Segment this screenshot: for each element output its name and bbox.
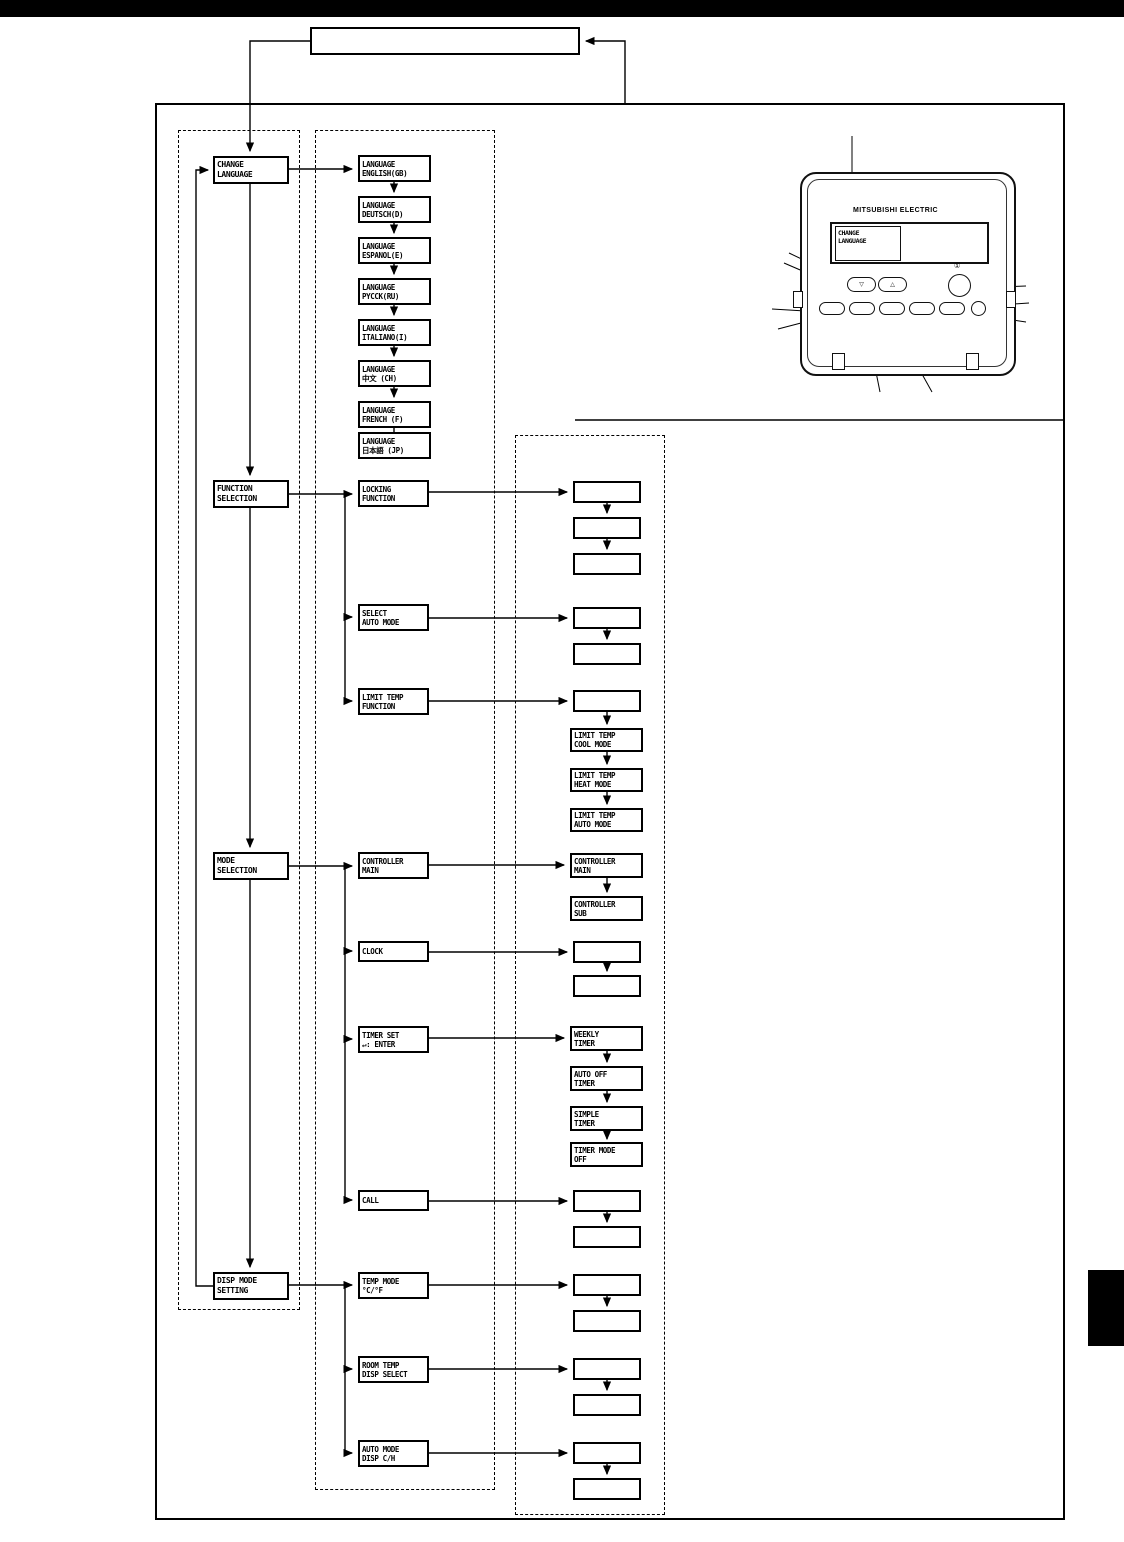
lang-box-deutsch: LANGUAGE DEUTSCH(D)	[358, 196, 431, 223]
sub-box-temp-mode: TEMP MODE °C/°F	[358, 1272, 429, 1299]
lang-box-russian: LANGUAGE PYCCK(RU)	[358, 278, 431, 305]
result-box-controller-main: CONTROLLER MAIN	[570, 853, 643, 878]
sub-box-auto-mode-disp: AUTO MODE DISP C/H	[358, 1440, 429, 1467]
sub-box-call: CALL	[358, 1190, 429, 1211]
check-clear-button	[971, 301, 986, 316]
lcd-message: CHANGE LANGUAGE	[835, 226, 901, 261]
timer-on-off-button	[909, 302, 935, 315]
lang-box-french: LANGUAGE FRENCH (F)	[358, 401, 431, 428]
result-box-limit-temp-auto: LIMIT TEMP AUTO MODE	[570, 808, 643, 832]
sub-box-timer-set: TIMER SET ↵: ENTER	[358, 1026, 429, 1053]
temp-up-button: △	[878, 277, 907, 292]
sub-box-room-temp-disp: ROOM TEMP DISP SELECT	[358, 1356, 429, 1383]
result-box-limit-temp-cool: LIMIT TEMP COOL MODE	[570, 728, 643, 752]
result-box	[573, 1226, 641, 1248]
result-box	[573, 481, 641, 503]
side-tab-right	[1006, 291, 1016, 308]
page-index-tab	[1088, 1270, 1124, 1346]
on-off-button	[948, 274, 971, 297]
sub-box-clock: CLOCK	[358, 941, 429, 962]
result-box	[573, 1274, 641, 1296]
temp-down-button: ▽	[847, 277, 876, 292]
lang-box-japanese: LANGUAGE 日本語 (JP)	[358, 432, 431, 459]
result-box	[573, 975, 641, 997]
setting-group-frame	[515, 435, 665, 1515]
lang-box-english: LANGUAGE ENGLISH(GB)	[358, 155, 431, 182]
set-day-button	[879, 302, 905, 315]
result-box	[573, 1358, 641, 1380]
screw-tab-right	[966, 353, 979, 370]
result-box	[573, 1442, 641, 1464]
lang-box-italiano: LANGUAGE ITALIANO(I)	[358, 319, 431, 346]
result-box	[573, 643, 641, 665]
result-box-simple-timer: SIMPLE TIMER	[570, 1106, 643, 1131]
result-box	[573, 941, 641, 963]
controller-lcd	[830, 222, 989, 264]
screw-tab-left	[832, 353, 845, 370]
result-box	[573, 607, 641, 629]
power-symbol: ①	[954, 262, 961, 270]
sub-box-select-auto-mode: SELECT AUTO MODE	[358, 604, 429, 631]
menu-box-disp-mode-setting: DISP MODE SETTING	[213, 1272, 289, 1300]
header-bar	[0, 0, 1124, 17]
menu-group-frame	[178, 130, 300, 1310]
mitsubishi-logo-text: MITSUBISHI ELECTRIC	[853, 207, 938, 214]
lang-box-chinese: LANGUAGE 中文 (CH)	[358, 360, 431, 387]
start-box	[310, 27, 580, 55]
menu-box-mode-selection: MODE SELECTION	[213, 852, 289, 880]
result-box-controller-sub: CONTROLLER SUB	[570, 896, 643, 921]
result-box	[573, 1394, 641, 1416]
submenu-group-frame	[315, 130, 495, 1490]
result-box	[573, 517, 641, 539]
result-box-timer-mode-off: TIMER MODE OFF	[570, 1142, 643, 1167]
result-box-auto-off-timer: AUTO OFF TIMER	[570, 1066, 643, 1091]
sub-box-controller-main: CONTROLLER MAIN	[358, 852, 429, 879]
result-box	[573, 1478, 641, 1500]
controller-face	[807, 179, 1007, 367]
result-box	[573, 1190, 641, 1212]
mode-button	[849, 302, 875, 315]
menu-box-change-language: CHANGE LANGUAGE	[213, 156, 289, 184]
result-box	[573, 1310, 641, 1332]
result-box-weekly-timer: WEEKLY TIMER	[570, 1026, 643, 1051]
remote-controller-illustration: MITSUBISHI ELECTRIC CHANGE LANGUAGE ▽ △ …	[793, 165, 1025, 380]
diagram-frame	[155, 103, 1065, 1520]
fan-speed-button	[939, 302, 965, 315]
sub-box-limit-temp-function: LIMIT TEMP FUNCTION	[358, 688, 429, 715]
menu-button	[819, 302, 845, 315]
result-box	[573, 553, 641, 575]
sub-box-locking-function: LOCKING FUNCTION	[358, 480, 429, 507]
menu-box-function-selection: FUNCTION SELECTION	[213, 480, 289, 508]
lang-box-espanol: LANGUAGE ESPANOL(E)	[358, 237, 431, 264]
result-box-limit-temp-heat: LIMIT TEMP HEAT MODE	[570, 768, 643, 792]
controller-body	[800, 172, 1016, 376]
side-tab-left	[793, 291, 803, 308]
result-box	[573, 690, 641, 712]
